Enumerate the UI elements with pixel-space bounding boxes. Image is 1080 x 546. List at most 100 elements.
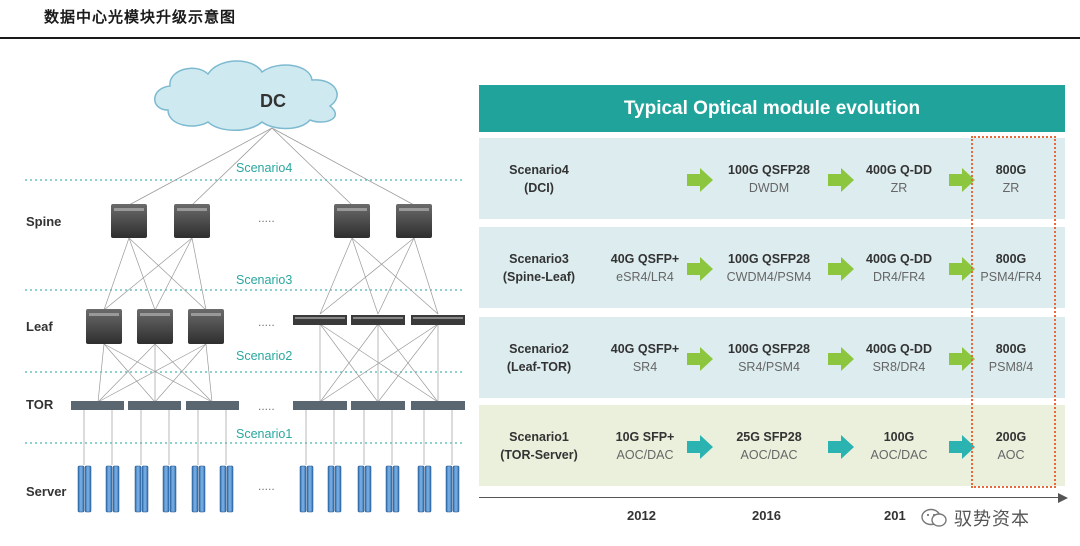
scenario-name: (DCI)	[524, 180, 554, 195]
title-divider	[0, 37, 1080, 39]
year-label: 2012	[627, 508, 656, 523]
right-arrow-icon	[687, 168, 713, 192]
module-variant: CWDM4/PSM4	[726, 269, 812, 284]
tier-label-spine: Spine	[26, 214, 61, 229]
spine-switch-icon	[396, 204, 432, 238]
module-type: 400G Q-DD	[866, 341, 932, 356]
scenario-name: (TOR-Server)	[500, 447, 578, 462]
dc-label: DC	[260, 91, 286, 111]
server-icon	[357, 465, 365, 513]
server-icon	[112, 465, 120, 513]
module-type: 40G QSFP+	[610, 341, 680, 356]
server-icon	[306, 465, 314, 513]
module-type: 10G SFP+	[615, 429, 675, 444]
module-variant: DR4/FR4	[872, 269, 926, 284]
right-arrow-icon	[949, 168, 975, 192]
server-ellipsis: .....	[258, 479, 275, 493]
server-icon	[141, 465, 149, 513]
module-cell: 40G QSFP+ SR4	[597, 317, 693, 398]
server-icon	[226, 465, 234, 513]
right-arrow-icon	[828, 168, 854, 192]
scenario-name: (Spine-Leaf)	[502, 269, 576, 284]
right-arrow-icon	[828, 435, 854, 459]
server-icon	[445, 465, 453, 513]
server-icon	[219, 465, 227, 513]
year-label: 201	[884, 508, 906, 523]
module-variant: SR4	[632, 359, 658, 374]
dc-spine-links	[128, 127, 415, 206]
module-variant: DWDM	[748, 180, 790, 195]
tor-switch-icon	[128, 401, 181, 410]
scenario-cell: Scenario4(DCI)	[481, 138, 597, 219]
leaf-switch-icon	[293, 315, 347, 325]
server-icon	[299, 465, 307, 513]
scenario4-label: Scenario4	[236, 161, 292, 175]
module-variant: AOC	[997, 447, 1025, 462]
module-type: 400G Q-DD	[866, 251, 932, 266]
leaf-switch-icon	[188, 309, 224, 344]
tier-label-leaf: Leaf	[26, 319, 53, 334]
module-type: 40G QSFP+	[610, 251, 680, 266]
right-arrow-icon	[687, 347, 713, 371]
module-variant: ZR	[890, 180, 908, 195]
scenario-name: Scenario3	[509, 251, 569, 266]
tor-ellipsis: .....	[258, 399, 275, 413]
tor-switch-icon	[293, 401, 347, 410]
module-cell: 800G PSM8/4	[961, 317, 1061, 398]
server-icon	[198, 465, 206, 513]
module-type: 800G	[995, 341, 1027, 356]
right-arrow-icon	[949, 257, 975, 281]
timeline-arrow-icon	[1058, 493, 1068, 503]
module-type: 100G QSFP28	[728, 251, 810, 266]
server-icon	[77, 465, 85, 513]
tor-server-links	[83, 410, 453, 465]
leaf-switch-icon	[351, 315, 405, 325]
module-type: 800G	[995, 162, 1027, 177]
timeline-axis	[479, 497, 1059, 498]
tor-switch-icon	[351, 401, 405, 410]
leaf-switches	[86, 309, 465, 344]
right-arrow-icon	[828, 347, 854, 371]
spine-switch-icon	[174, 204, 210, 238]
leaf-switch-icon	[137, 309, 173, 344]
watermark: 驭势资本	[920, 505, 1030, 531]
highlight-box-800g	[971, 136, 1056, 488]
wechat-icon	[921, 508, 947, 527]
tor-switch-icon	[186, 401, 239, 410]
server-icon	[452, 465, 460, 513]
spine-switch-icon	[111, 204, 147, 238]
tor-switch-icon	[411, 401, 465, 410]
scenario-cell: Scenario1(TOR-Server)	[481, 405, 597, 486]
tor-switches	[71, 401, 465, 410]
module-variant: AOC/DAC	[870, 447, 928, 462]
tor-switch-icon	[71, 401, 124, 410]
server-icon	[392, 465, 400, 513]
spine-ellipsis: .....	[258, 211, 275, 225]
spine-switch-icon	[334, 204, 370, 238]
server-icon	[134, 465, 142, 513]
module-variant: PSM8/4	[988, 359, 1034, 374]
right-arrow-icon	[687, 257, 713, 281]
module-type: 25G SFP28	[736, 429, 802, 444]
server-icon	[169, 465, 177, 513]
scenario1-label: Scenario1	[236, 427, 292, 441]
module-type: 800G	[995, 251, 1027, 266]
evolution-table-header: Typical Optical module evolution	[479, 85, 1065, 132]
right-arrow-icon	[949, 347, 975, 371]
module-variant: AOC/DAC	[740, 447, 798, 462]
watermark-text: 驭势资本	[954, 509, 1030, 530]
servers	[77, 465, 460, 513]
server-icon	[417, 465, 425, 513]
tier-label-server: Server	[26, 484, 66, 499]
